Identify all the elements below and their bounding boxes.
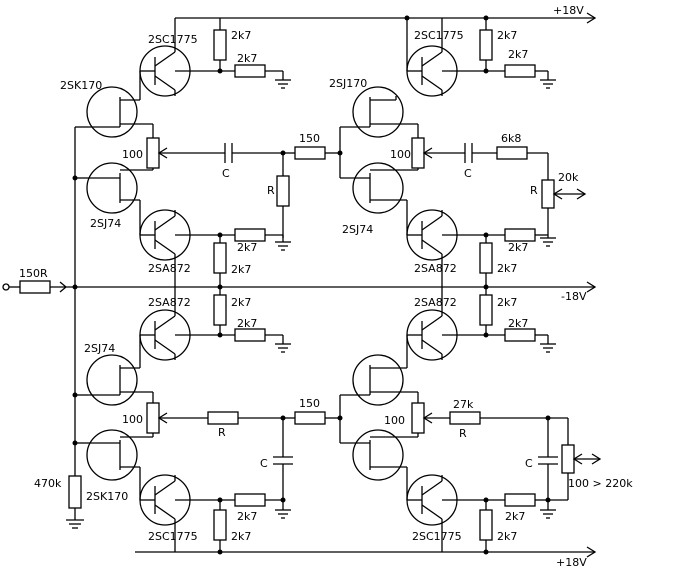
- label-2sc1775-bl: 2SC1775: [148, 530, 198, 543]
- label-r-bl: R: [218, 426, 226, 439]
- resistor-2k7-tr-bottom: [479, 228, 548, 287]
- label-2sa872-br: 2SA872: [414, 296, 457, 309]
- label-2k7-br-d: 2k7: [497, 530, 517, 543]
- label-2k7-tl-c: 2k7: [237, 241, 257, 254]
- rail-label-mid: -18V: [561, 290, 587, 303]
- label-2sc1775-tr: 2SC1775: [414, 29, 464, 42]
- label-2sa872-bl: 2SA872: [148, 296, 191, 309]
- resistor-2k7-tl-top: [175, 18, 291, 89]
- resistor-2k7-br-bottom: [479, 493, 548, 552]
- label-cap-bl: C: [260, 457, 268, 470]
- label-r-tr: R: [530, 184, 538, 197]
- pot-20k-tr: [540, 179, 587, 247]
- label-2k7-tr-d: 2k7: [497, 262, 517, 275]
- bjt-bottom-right-upper: [406, 287, 505, 368]
- negative-rail-mid: [75, 281, 597, 293]
- jfet-top-left-lower: [86, 162, 154, 218]
- pot-100-tl: [146, 137, 225, 169]
- jfet-top-left-upper: [86, 86, 154, 138]
- label-2k7-tl-d: 2k7: [231, 263, 251, 276]
- jfet-bottom-left-upper: [86, 352, 154, 406]
- label-2sj74-bl: 2SJ74: [84, 342, 115, 355]
- label-6k8: 6k8: [501, 132, 521, 145]
- label-2k7-br-c: 2k7: [505, 510, 525, 523]
- pot-100-tr: [411, 137, 465, 169]
- pot-220k-br: [548, 444, 602, 501]
- label-2k7-bl-c: 2k7: [237, 510, 257, 523]
- bjt-top-right-upper: [406, 18, 505, 97]
- label-cap-tl: C: [222, 167, 230, 180]
- bjt-bottom-left-upper: [139, 287, 235, 361]
- label-2k7-tr-c: 2k7: [508, 241, 528, 254]
- label-2sc1775-br: 2SC1775: [412, 530, 462, 543]
- label-150-top: 150: [299, 132, 320, 145]
- resistor-150-bottom: [283, 411, 343, 425]
- label-pot-range: 100 > 220k: [568, 477, 633, 490]
- resistor-r-tl: [276, 153, 290, 238]
- label-470k: 470k: [34, 477, 62, 490]
- input-bus: [72, 126, 88, 487]
- resistor-2k7-tl-bottom: [213, 228, 291, 287]
- label-pot-100-bl: 100: [122, 413, 143, 426]
- jfet-bottom-left-lower: [86, 429, 154, 500]
- input-resistor-label: 150R: [19, 267, 48, 280]
- label-2k7-bl-a: 2k7: [231, 296, 251, 309]
- resistor-150-top: [283, 146, 343, 160]
- resistor-2k7-bl-bottom: [213, 493, 283, 552]
- resistor-27k: [449, 411, 551, 425]
- resistor-470k: [66, 475, 84, 529]
- label-2k7-tl-b: 2k7: [237, 52, 257, 65]
- label-2k7-br-a: 2k7: [497, 296, 517, 309]
- pot-100-bl: [146, 402, 208, 434]
- resistor-2k7-tr-top: [479, 18, 556, 89]
- cap-tr: [464, 143, 497, 163]
- label-r-tl: R: [267, 184, 275, 197]
- label-2sa872-tl: 2SA872: [148, 262, 191, 275]
- jfet-bottom-right-lower: [340, 429, 419, 500]
- label-2k7-tr-b: 2k7: [508, 48, 528, 61]
- label-2k7-tr-a: 2k7: [497, 29, 517, 42]
- label-2sa872-tr: 2SA872: [414, 262, 457, 275]
- resistor-2k7-br-top: [479, 287, 556, 353]
- rail-label-top: +18V: [553, 4, 584, 17]
- label-pot-100-tr: 100: [390, 148, 411, 161]
- label-cap-br: C: [525, 457, 533, 470]
- label-2sk170-bl: 2SK170: [86, 490, 128, 503]
- label-r-br: R: [459, 427, 467, 440]
- bjt-bottom-left-lower: [139, 474, 235, 552]
- label-2sk170-tl: 2SK170: [60, 79, 102, 92]
- resistor-2k7-bl-top: [213, 287, 291, 353]
- label-2sj74-tr: 2SJ74: [342, 223, 373, 236]
- jfet-top-right-lower: [340, 162, 419, 235]
- resistor-r-bl: [207, 411, 286, 425]
- cap-bl: [273, 418, 293, 519]
- label-2k7-bl-d: 2k7: [231, 530, 251, 543]
- jfet-top-right-upper: [339, 86, 419, 178]
- cap-tl: [224, 143, 286, 163]
- bjt-top-left-lower: [139, 209, 235, 287]
- label-2k7-br-b: 2k7: [508, 317, 528, 330]
- input-terminal[interactable]: [2, 280, 75, 294]
- label-150-bottom: 150: [299, 397, 320, 410]
- label-2sj170-tr: 2SJ170: [329, 77, 367, 90]
- label-cap-tr: C: [464, 167, 472, 180]
- pot-100-br: [411, 402, 450, 434]
- label-pot-100-br: 100: [384, 414, 405, 427]
- resistor-6k8: [496, 146, 549, 180]
- label-pot-100-tl: 100: [122, 148, 143, 161]
- positive-rail-bottom: [135, 546, 597, 558]
- cap-br: [538, 417, 569, 519]
- label-20k: 20k: [558, 171, 579, 184]
- label-27k: 27k: [453, 398, 474, 411]
- rail-label-bottom: +18V: [556, 556, 587, 569]
- label-2k7-tl-a: 2k7: [231, 29, 251, 42]
- label-2k7-bl-b: 2k7: [237, 317, 257, 330]
- label-2sc1775-tl: 2SC1775: [148, 33, 198, 46]
- bjt-top-left-upper: [139, 17, 220, 97]
- label-2sj74-tl: 2SJ74: [90, 217, 121, 230]
- jfet-bottom-right-upper: [339, 354, 419, 443]
- bjt-top-right-lower: [406, 209, 505, 287]
